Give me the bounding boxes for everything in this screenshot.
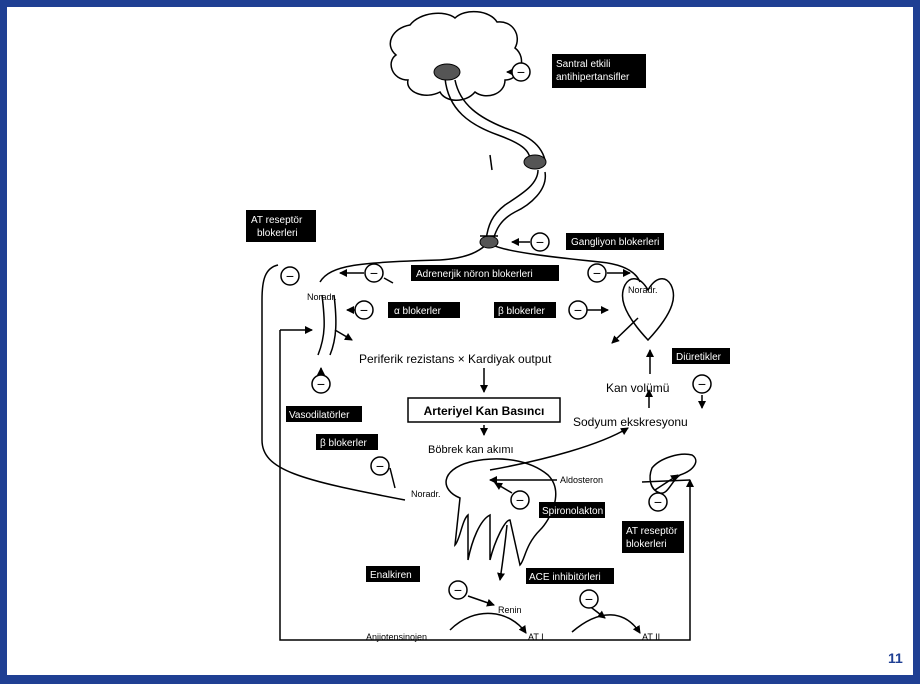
label-vasodilatorler: Vasodilatörler [289, 410, 350, 421]
label-aldosteron: Aldosteron [560, 475, 603, 485]
label-anjiotensinojen: Anjiotensinojen [366, 632, 427, 642]
label-noradr-bottom: Noradr. [411, 489, 441, 499]
minus-sign: − [286, 268, 294, 284]
minus-sign: − [574, 302, 582, 318]
label-periferik-rezistans: Periferik rezistans × Kardiyak output [359, 352, 552, 366]
minus-sign: − [370, 265, 378, 281]
label-enalkiren: Enalkiren [370, 570, 412, 581]
minus-sign: − [585, 591, 593, 607]
label-gangliyon-blokerleri: Gangliyon blokerleri [571, 237, 659, 248]
label-ace-inhibitorleri: ACE inhibitörleri [529, 572, 601, 583]
page-number: 11 [888, 650, 903, 666]
label-sodyum-ekskresyonu: Sodyum ekskresyonu [573, 415, 688, 429]
minus-sign: − [654, 494, 662, 510]
label-antihipertansifler: antihipertansifler [556, 72, 630, 83]
label-santral-etkili: Santral etkili [556, 59, 610, 70]
label-noradr-left: Noradr. [307, 292, 337, 302]
minus-sign: − [698, 376, 706, 392]
brain-nucleus [434, 64, 460, 80]
label-adrenerjik: Adrenerjik nöron blokerleri [416, 269, 533, 280]
label-at-i: AT I [528, 632, 544, 642]
label-at-reseptor-bottom: AT reseptör [626, 526, 678, 537]
brain-outline [390, 12, 521, 101]
label-at-ii: AT II [642, 632, 660, 642]
label-kan-volumu: Kan volümü [606, 381, 669, 395]
label-at-reseptor-top: AT reseptör [251, 215, 303, 226]
neuron-body [524, 155, 546, 169]
minus-sign: − [454, 582, 462, 598]
label-renin: Renin [498, 605, 522, 615]
label-bobrek-kan-akimi: Böbrek kan akımı [428, 444, 514, 456]
minus-sign: − [376, 458, 384, 474]
label-at-reseptor-top-2: blokerleri [257, 228, 298, 239]
label-diuretikler: Diüretikler [676, 352, 722, 363]
label-arteriyel-kan-basinci: Arteriyel Kan Basıncı [424, 404, 545, 418]
minus-sign: − [517, 64, 525, 80]
label-at-reseptor-bottom-2: blokerleri [626, 539, 667, 550]
ganglion-body [480, 236, 498, 248]
label-beta-blokerler-top: β blokerler [498, 306, 546, 317]
label-noradr-right: Noradr. [628, 285, 658, 295]
minus-sign: − [593, 265, 601, 281]
label-beta-blokerler-bottom: β blokerler [320, 438, 368, 449]
minus-sign: − [360, 302, 368, 318]
label-spironolakton: Spironolakton [542, 506, 603, 517]
adrenal-outline [650, 454, 696, 493]
minus-sign: − [516, 492, 524, 508]
minus-sign: − [536, 234, 544, 250]
minus-sign: − [317, 376, 325, 392]
label-alfa-blokerler: α blokerler [394, 306, 442, 317]
